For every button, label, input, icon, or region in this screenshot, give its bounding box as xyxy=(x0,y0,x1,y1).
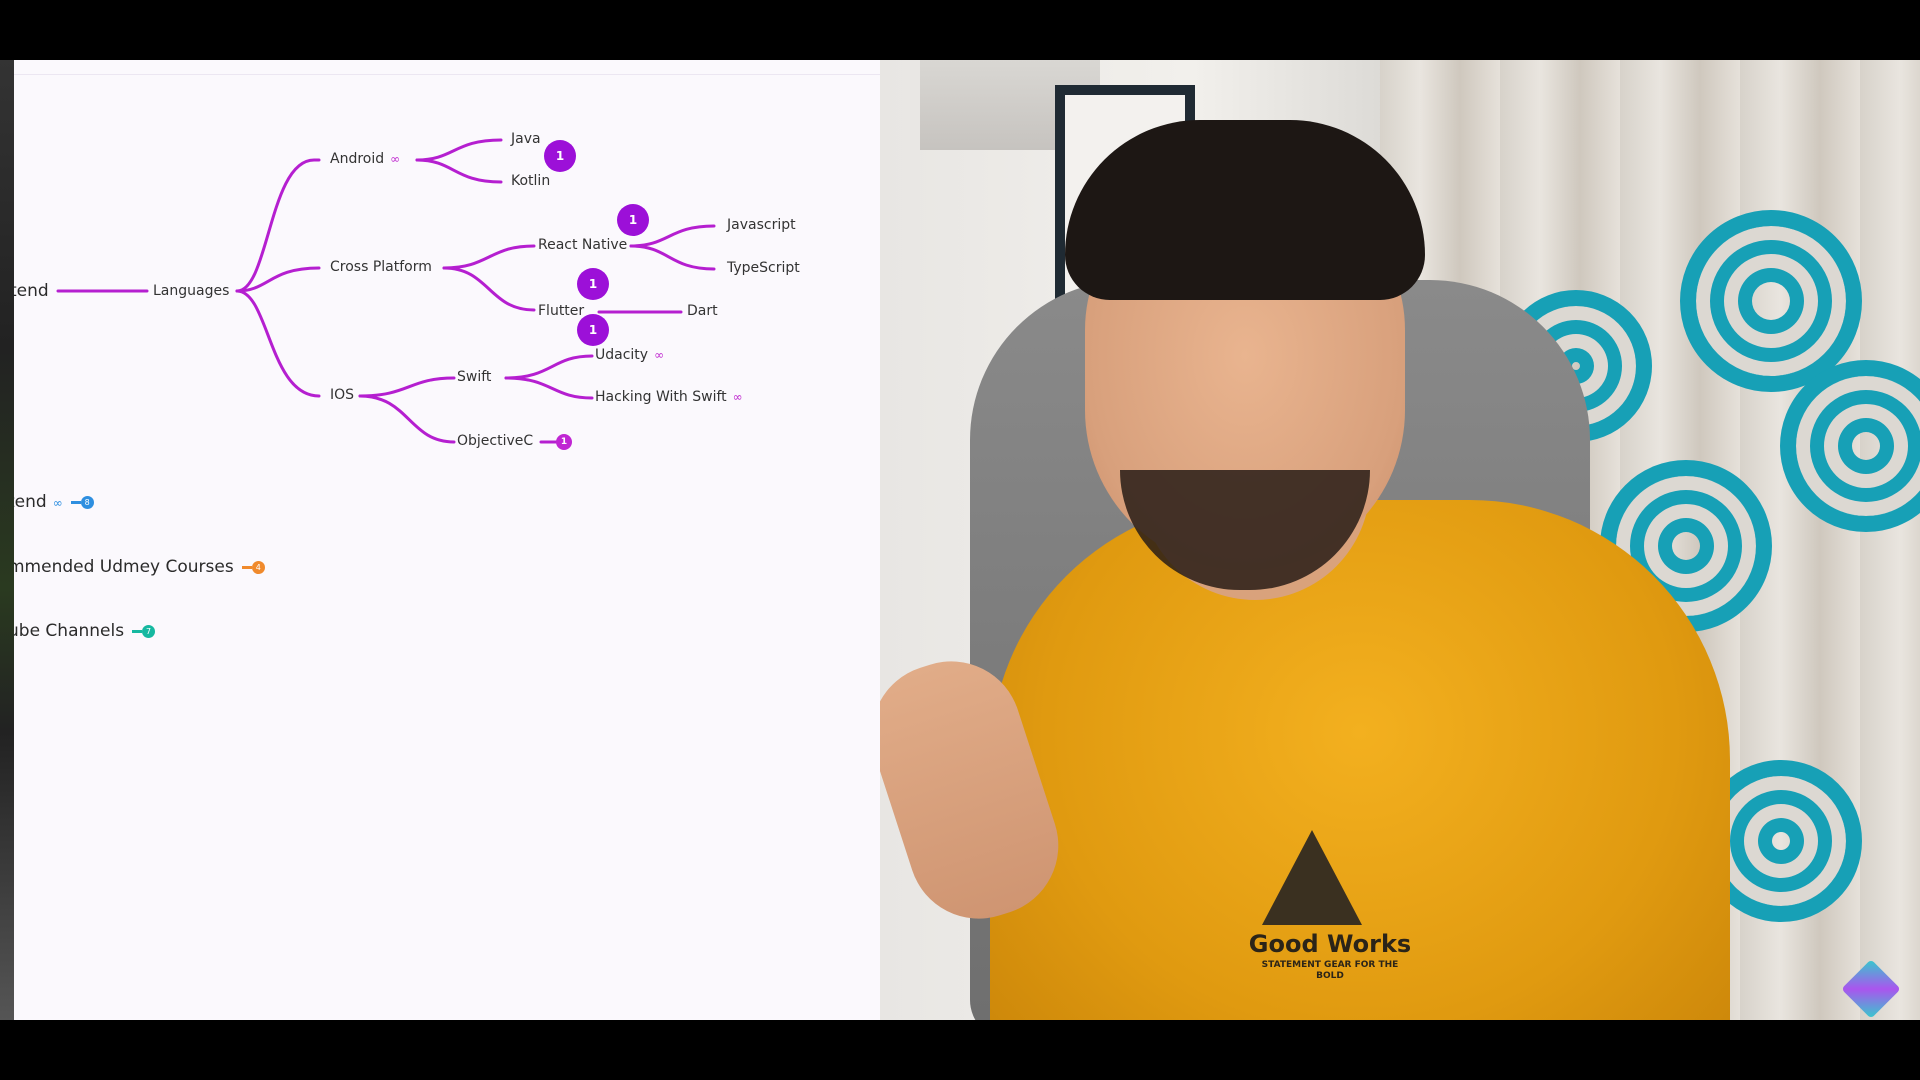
node-ios[interactable]: IOS xyxy=(330,387,355,403)
shirt-brand: Good Works xyxy=(1248,930,1412,958)
node-badge[interactable]: 1 xyxy=(617,204,649,236)
node-flutter[interactable]: Flutter xyxy=(538,303,585,319)
node-kotlin[interactable]: Kotlin xyxy=(511,173,551,189)
node-cross-platform[interactable]: Cross Platform xyxy=(330,259,432,275)
node-languages[interactable]: Languages xyxy=(153,283,230,299)
node-badge[interactable]: 1 xyxy=(544,140,576,172)
collapsed-count-badge[interactable]: 4 xyxy=(251,560,265,574)
node-hacking-with-swift-label: Hacking With Swift xyxy=(595,389,727,405)
link-icon[interactable]: ∞ xyxy=(390,152,401,166)
node-udacity[interactable]: Udacity ∞ xyxy=(595,347,664,363)
shirt-tagline: STATEMENT GEAR FOR THE BOLD xyxy=(1261,960,1399,981)
node-java[interactable]: Java xyxy=(511,131,541,147)
node-objectivec-label: ObjectiveC xyxy=(457,433,534,449)
node-android[interactable]: Android ∞ xyxy=(330,151,400,167)
link-icon[interactable]: ∞ xyxy=(654,348,665,362)
node-typescript[interactable]: TypeScript xyxy=(727,260,800,276)
node-badge[interactable]: 1 xyxy=(577,314,609,346)
collapse-connector xyxy=(241,565,252,569)
collapse-connector xyxy=(132,629,143,633)
node-android-label: Android xyxy=(330,151,385,167)
background-window-edge xyxy=(0,60,14,1020)
collapsed-count-badge[interactable]: 7 xyxy=(142,624,156,638)
branch-udemy-courses-label: mmended Udmey Courses xyxy=(14,557,234,577)
node-javascript[interactable]: Javascript xyxy=(727,217,796,233)
branch-youtube-channels[interactable]: ube Channels 7 xyxy=(14,621,156,641)
node-dart[interactable]: Dart xyxy=(687,303,718,319)
collapse-connector xyxy=(70,500,81,504)
presenter-video: Good Works STATEMENT GEAR FOR THE BOLD xyxy=(880,60,1920,1020)
node-udacity-label: Udacity xyxy=(595,347,649,363)
root-node[interactable]: tend xyxy=(14,281,49,301)
branch-youtube-channels-label: ube Channels xyxy=(14,621,125,641)
branch-backend[interactable]: tend ∞ 8 xyxy=(14,492,94,512)
mindmap-top-border xyxy=(14,74,880,75)
branch-udemy-courses[interactable]: mmended Udmey Courses 4 xyxy=(14,557,265,577)
link-icon[interactable]: ∞ xyxy=(732,390,743,404)
presenter-hoodie xyxy=(990,500,1730,1020)
collapsed-count-badge[interactable]: 8 xyxy=(80,495,94,509)
mindmap-canvas[interactable]: tend Languages Android ∞ Java Kotlin 1 Cr… xyxy=(14,60,880,1020)
node-react-native[interactable]: React Native xyxy=(538,237,628,253)
presenter-hair xyxy=(1065,120,1425,300)
branch-backend-label: tend xyxy=(14,492,47,512)
node-count-pill[interactable]: 1 xyxy=(556,434,572,450)
node-swift[interactable]: Swift xyxy=(457,369,492,385)
mindmap-connectors xyxy=(56,138,716,444)
shirt-logo-icon xyxy=(1262,830,1362,925)
link-icon[interactable]: ∞ xyxy=(52,496,63,510)
node-hacking-with-swift[interactable]: Hacking With Swift ∞ xyxy=(595,389,743,405)
node-badge[interactable]: 1 xyxy=(577,268,609,300)
